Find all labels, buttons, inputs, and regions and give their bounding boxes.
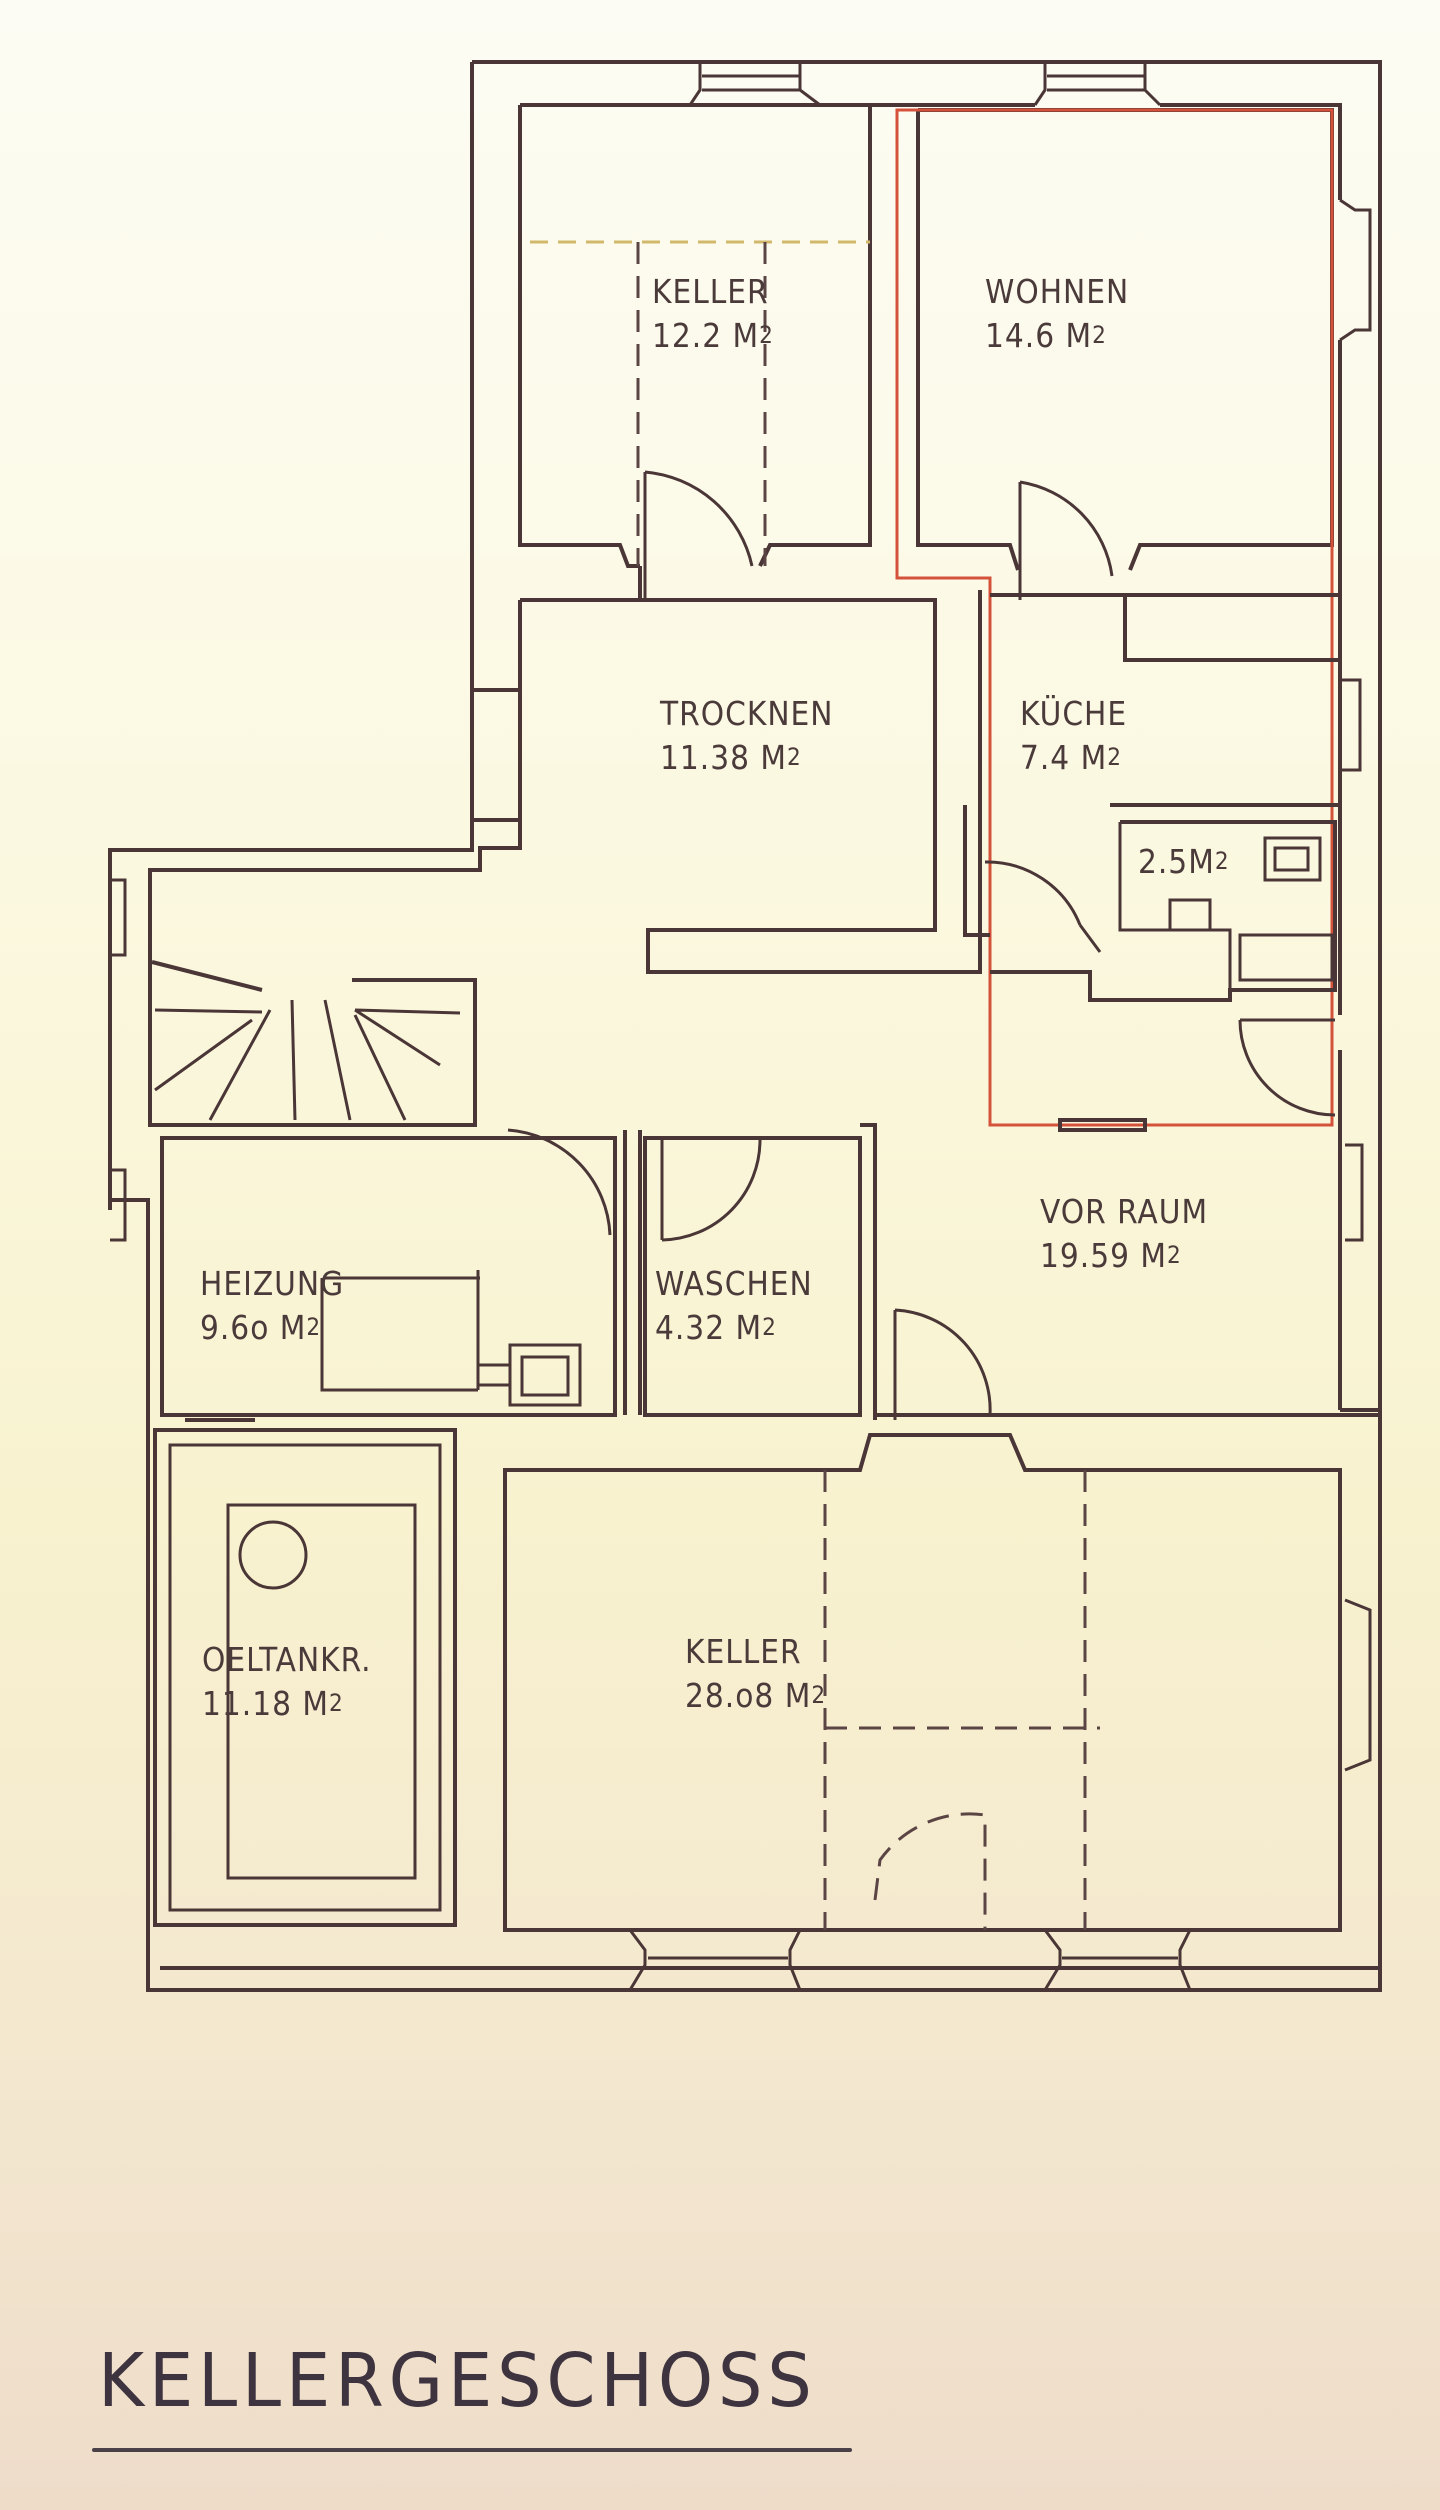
room-area: 4.32 M2 (655, 1306, 813, 1353)
room-walls-oeltankraum (153, 1418, 457, 1927)
area-value: 4.32 (655, 1308, 726, 1347)
area-unit-exponent: 2 (1092, 321, 1107, 349)
area-unit-exponent: 2 (306, 1313, 322, 1341)
area-unit: M (1080, 738, 1108, 777)
room-area: 11.18 M2 (202, 1682, 372, 1729)
room-name: OELTANKR. (202, 1640, 372, 1679)
room-label-bad: 2.5M2 (1138, 840, 1230, 887)
room-walls-trocknen (470, 590, 982, 974)
area-unit: M (732, 316, 760, 355)
area-unit: M (302, 1684, 330, 1723)
room-area: 19.59 M2 (1040, 1234, 1208, 1281)
area-unit-exponent: 2 (787, 743, 802, 771)
area-unit-exponent: 2 (811, 1681, 827, 1709)
area-unit-exponent: 2 (329, 1689, 344, 1717)
room-walls-vorraum (875, 1308, 1380, 1420)
room-walls-keller-oben (520, 103, 872, 600)
room-name: KÜCHE (1020, 694, 1128, 733)
area-unit: M (784, 1676, 812, 1715)
area-unit: M (1065, 316, 1093, 355)
room-name: KELLER (652, 272, 769, 311)
area-value: 11.18 (202, 1684, 292, 1723)
room-name: WASCHEN (655, 1264, 813, 1303)
area-unit-exponent: 2 (759, 321, 774, 349)
room-name: WOHNEN (985, 272, 1130, 311)
area-value: 12.2 (652, 316, 723, 355)
room-name: KELLER (685, 1632, 802, 1671)
room-area: 7.4 M2 (1020, 736, 1127, 783)
area-unit: M (760, 738, 788, 777)
area-value: 7.4 (1020, 738, 1071, 777)
room-area: 2.5M2 (1138, 840, 1230, 887)
room-label-oeltankraum: OELTANKR.11.18 M2 (202, 1638, 372, 1729)
room-area: 14.6 M2 (985, 314, 1129, 361)
area-unit-exponent: 2 (762, 1313, 777, 1341)
staircase (148, 870, 477, 1127)
area-value: 11.38 (660, 738, 750, 777)
room-walls-waschen (643, 1123, 877, 1420)
area-unit: M (1188, 842, 1215, 881)
room-name: HEIZUNG (200, 1264, 345, 1303)
area-unit-exponent: 2 (1167, 1241, 1182, 1269)
outer-walls (108, 60, 1382, 1992)
room-walls-heizung (160, 1128, 642, 1417)
room-name: VOR RAUM (1040, 1192, 1209, 1231)
area-value: 2.5 (1138, 842, 1189, 881)
room-area: 28.o8 M2 (685, 1674, 826, 1721)
area-unit: M (735, 1308, 763, 1347)
area-value: 9.6o (200, 1308, 270, 1347)
area-unit: M (279, 1308, 307, 1347)
room-walls-wohnen (895, 108, 1334, 1127)
room-walls-keller-unten (503, 1433, 1342, 1932)
area-value: 14.6 (985, 316, 1056, 355)
title-underline (92, 2448, 852, 2452)
area-unit-exponent: 2 (1214, 847, 1230, 875)
room-area: 11.38 M2 (660, 736, 833, 783)
floor-title: KELLERGESCHOSS (98, 2338, 817, 2424)
room-name: TROCKNEN (660, 694, 834, 733)
area-unit: M (1140, 1236, 1168, 1275)
area-unit-exponent: 2 (1107, 743, 1122, 771)
room-area: 9.6o M2 (200, 1306, 344, 1353)
area-value: 28.o8 (685, 1676, 775, 1715)
area-value: 19.59 (1040, 1236, 1130, 1275)
room-walls-kueche (963, 593, 1340, 1132)
room-area: 12.2 M2 (652, 314, 774, 361)
